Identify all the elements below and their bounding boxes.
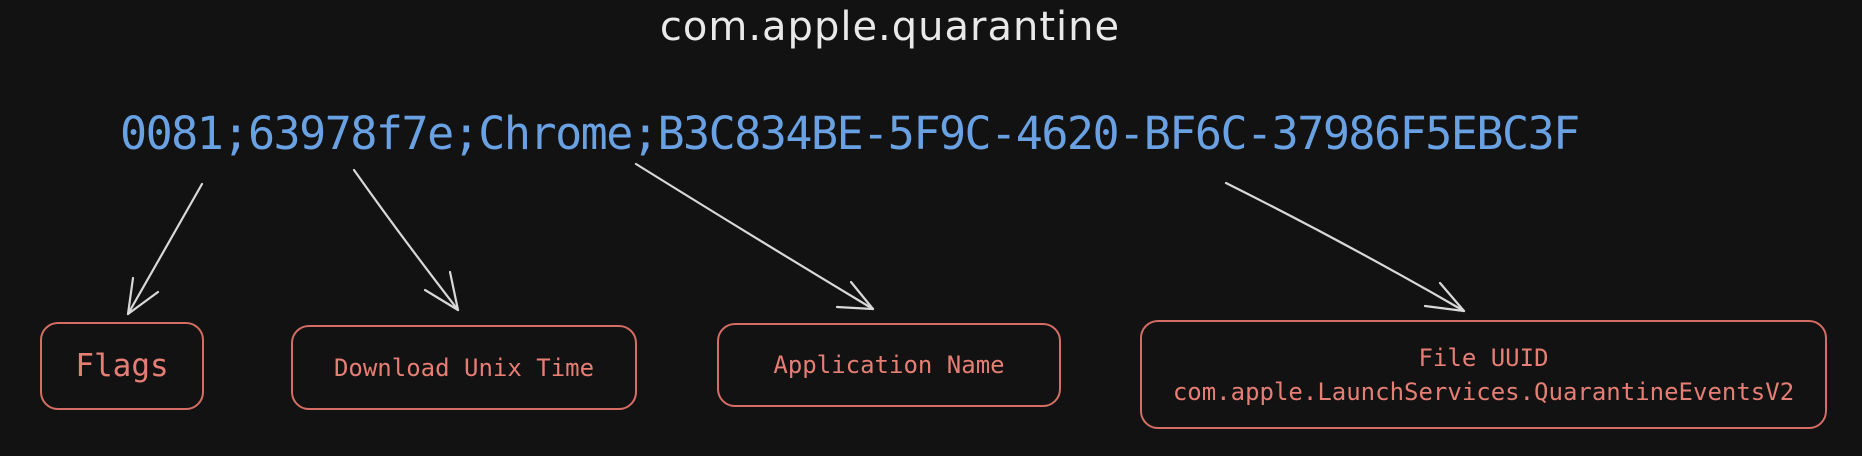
flags-label: Flags [75, 348, 169, 384]
application-name-label-box: Application Name [717, 323, 1061, 407]
download-time-label-box: Download Unix Time [291, 325, 637, 410]
diagram-title: com.apple.quarantine [659, 4, 1121, 50]
arrow-icon-download-time [352, 168, 460, 312]
arrow-icon-flags [126, 182, 204, 316]
file-uuid-sublabel: com.apple.LaunchServices.QuarantineEvent… [1172, 377, 1795, 406]
file-uuid-label: File UUID [1418, 343, 1549, 372]
file-uuid-label-box: File UUID com.apple.LaunchServices.Quara… [1140, 320, 1827, 429]
application-name-label: Application Name [773, 351, 1005, 379]
arrow-icon-file-uuid [1224, 181, 1466, 313]
flags-label-box: Flags [40, 322, 204, 410]
quarantine-value-string: 0081;63978f7e;Chrome;B3C834BE-5F9C-4620-… [120, 107, 1580, 160]
arrow-icon-application-name [634, 162, 875, 311]
download-time-label: Download Unix Time [333, 353, 595, 382]
